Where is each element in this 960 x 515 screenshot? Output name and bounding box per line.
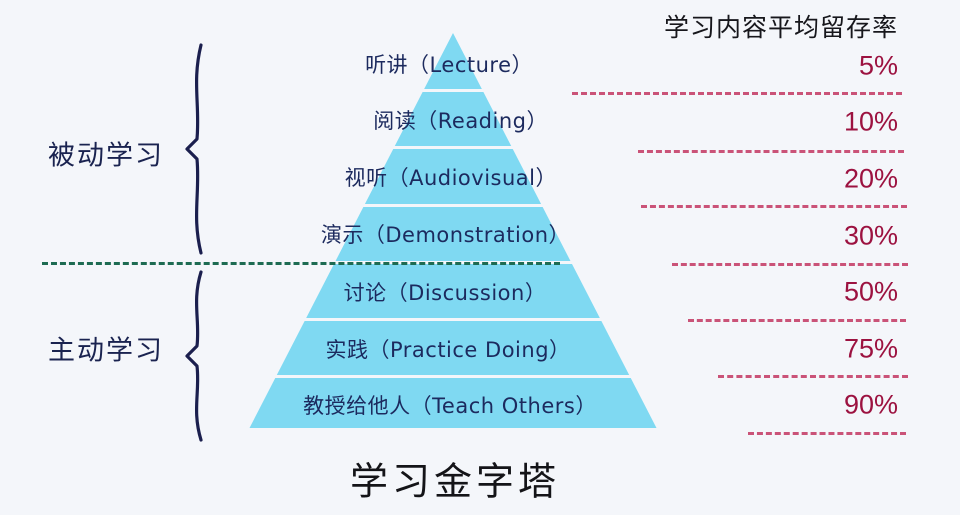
pyramid-layer-label-7: 教授给他人（Teach Others） — [303, 394, 597, 418]
retention-value-3: 20% — [843, 163, 898, 194]
group-label-1: 被动学习 — [48, 140, 164, 172]
pyramid-layer-label-3: 视听（Audiovisual） — [344, 166, 557, 190]
retention-dash-1 — [572, 92, 902, 95]
retention-value-5: 50% — [843, 276, 898, 307]
retention-dash-2 — [638, 150, 904, 153]
retention-dash-7 — [748, 432, 906, 435]
pyramid-layer-label-5: 讨论（Discussion） — [343, 281, 547, 305]
retention-value-6: 75% — [843, 333, 898, 364]
group-brace-2 — [185, 270, 203, 442]
group-brace-1 — [185, 43, 203, 255]
retention-dash-4 — [672, 263, 908, 266]
retention-panel-header: 学习内容平均留存率 — [663, 13, 898, 42]
retention-dash-5 — [688, 319, 906, 322]
pyramid-layer-label-2: 阅读（Reading） — [373, 109, 548, 133]
retention-value-4: 30% — [843, 220, 898, 251]
pyramid-layer-label-1: 听讲（Lecture） — [365, 53, 533, 77]
retention-dash-6 — [718, 375, 908, 378]
pyramid-layer-label-6: 实践（Practice Doing） — [325, 338, 571, 362]
retention-dash-3 — [641, 205, 907, 208]
pyramid-layer-label-4: 演示（Demonstration） — [320, 223, 570, 247]
group-label-2: 主动学习 — [48, 335, 164, 367]
page-title: 学习金字塔 — [349, 459, 561, 504]
retention-value-2: 10% — [843, 106, 898, 137]
retention-value-1: 5% — [858, 50, 898, 81]
retention-value-7: 90% — [843, 389, 898, 420]
passive-active-divider — [42, 262, 560, 265]
